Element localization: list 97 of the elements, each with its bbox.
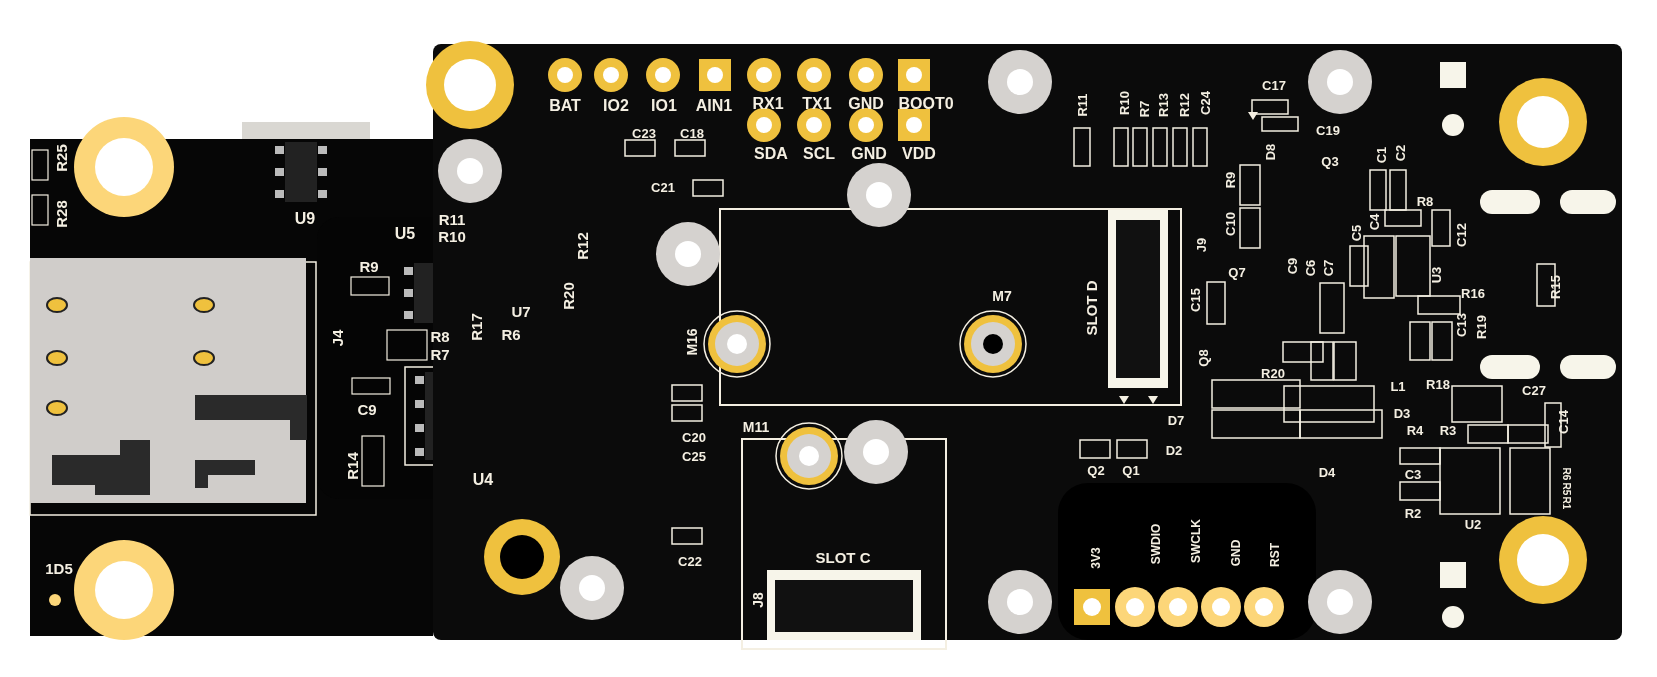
silkscreen-label: U4: [472, 472, 494, 488]
silkscreen-label: Q7: [1228, 265, 1246, 279]
silkscreen-label: 1D5: [45, 560, 73, 576]
silkscreen-label: C24: [1198, 91, 1212, 115]
silkscreen-label: C9: [357, 401, 377, 417]
silkscreen-label: C20: [682, 430, 706, 444]
silkscreen-label: R5: [1561, 482, 1571, 496]
silkscreen-label: R20: [1261, 366, 1285, 380]
silkscreen-label: GND: [1230, 539, 1242, 567]
silkscreen-label: R10: [438, 228, 466, 244]
silkscreen-label: R9: [1223, 171, 1237, 189]
silkscreen-label: D3: [1393, 406, 1411, 420]
silkscreen-label: C23: [632, 126, 656, 140]
silkscreen-label: R11: [438, 211, 466, 227]
silkscreen-label: SDA: [754, 146, 788, 162]
silkscreen-label: U2: [1464, 517, 1482, 531]
silkscreen-label: GND: [851, 146, 887, 162]
silkscreen-label: Q3: [1321, 154, 1339, 168]
silkscreen-label: R2: [1404, 506, 1422, 520]
silkscreen-label: R9: [359, 258, 379, 274]
silkscreen-label: TX1: [802, 96, 832, 112]
silkscreen-label: SCL: [803, 146, 835, 162]
silkscreen-label: U7: [511, 303, 531, 319]
silkscreen-label: R6: [1561, 467, 1571, 481]
silkscreen-label: C9: [1285, 257, 1299, 275]
silkscreen-label: RST: [1269, 543, 1281, 567]
silkscreen-label: C17: [1262, 78, 1286, 92]
silkscreen-label: M7: [992, 289, 1012, 303]
silkscreen-label: R8: [1416, 194, 1434, 208]
silkscreen-label: R12: [1177, 93, 1191, 117]
silkscreen-label: SWDIO: [1150, 523, 1162, 565]
silkscreen-label: R16: [1461, 286, 1485, 300]
silkscreen-label: C27: [1522, 383, 1546, 397]
silkscreen-label: C7: [1321, 259, 1335, 277]
silkscreen-label: C14: [1556, 410, 1570, 434]
silkscreen-label: L1: [1390, 379, 1406, 393]
silkscreen-label: Q2: [1087, 463, 1105, 477]
silkscreen-label: R19: [1474, 315, 1488, 339]
silkscreen-label: SLOT D: [1083, 280, 1099, 336]
silkscreen-label: R11: [1075, 93, 1089, 117]
silkscreen-label: C22: [678, 554, 702, 568]
silkscreen-label: R20: [560, 282, 576, 310]
silkscreen-label: D8: [1263, 143, 1277, 161]
silkscreen-label: J9: [1194, 237, 1208, 253]
silkscreen-label: GND: [848, 96, 884, 112]
silkscreen-label: M11: [742, 420, 770, 434]
silkscreen-label: R13: [1156, 93, 1170, 117]
silkscreen-label: 3V3: [1090, 547, 1102, 569]
silkscreen-label: R1: [1561, 496, 1571, 510]
silkscreen-label: C2: [1393, 144, 1407, 162]
silkscreen-label: AIN1: [695, 98, 733, 114]
silkscreen-label: U3: [1429, 266, 1443, 284]
silkscreen-label: RX1: [752, 96, 784, 112]
silkscreen-label: C10: [1223, 212, 1237, 236]
silkscreen-label: IO1: [651, 98, 677, 114]
silkscreen-label: C18: [680, 126, 704, 140]
silkscreen-label: C19: [1316, 123, 1340, 137]
silkscreen-label: R18: [1426, 377, 1450, 391]
silkscreen-label: C5: [1349, 224, 1363, 242]
silkscreen-label: Q1: [1122, 463, 1140, 477]
silkscreen-label: R8: [430, 328, 450, 344]
silkscreen-label: R25: [53, 144, 69, 172]
silkscreen-label: U9: [294, 211, 316, 227]
silkscreen-label: C25: [682, 449, 706, 463]
silkscreen-label: R7: [1137, 100, 1151, 118]
silkscreen-label: R3: [1439, 423, 1457, 437]
silkscreen-label: C3: [1404, 467, 1422, 481]
silkscreen-label: R15: [1548, 275, 1562, 299]
silkscreen-label: D4: [1318, 465, 1336, 479]
silkscreen-label: C12: [1454, 223, 1468, 247]
silkscreen-label: U5: [394, 226, 416, 242]
silkscreen-label: C6: [1303, 259, 1317, 277]
silkscreen-label: BOOT0: [898, 96, 954, 112]
silkscreen-label: R6: [501, 326, 521, 342]
silkscreen-label: J4: [329, 329, 345, 347]
silkscreen-label: C13: [1454, 313, 1468, 337]
silkscreen-label: R14: [344, 452, 360, 480]
silkscreen-label: D2: [1165, 443, 1183, 457]
silkscreen-label: R12: [574, 232, 590, 260]
silkscreen-label: C15: [1188, 288, 1202, 312]
silkscreen-label: J8: [751, 592, 765, 608]
silkscreen-label: VDD: [902, 146, 936, 162]
silkscreen-label: SWCLK: [1190, 519, 1202, 563]
silkscreen-label: C1: [1374, 146, 1388, 164]
silkscreen-label: D7: [1167, 413, 1185, 427]
silkscreen-label: Q8: [1196, 349, 1210, 367]
silkscreen-label: IO2: [603, 98, 629, 114]
silkscreen-label: C4: [1367, 213, 1381, 231]
silkscreen-label: R17: [468, 313, 484, 341]
silkscreen-label: R10: [1117, 91, 1131, 115]
silkscreen-label: R4: [1406, 423, 1424, 437]
silkscreen-label: R28: [53, 200, 69, 228]
silkscreen-label: BAT: [549, 98, 581, 114]
silkscreen-label: M16: [685, 328, 699, 356]
silkscreen-label: SLOT C: [815, 549, 871, 565]
silkscreen-label: C21: [651, 180, 675, 194]
silkscreen-label: R7: [430, 346, 450, 362]
